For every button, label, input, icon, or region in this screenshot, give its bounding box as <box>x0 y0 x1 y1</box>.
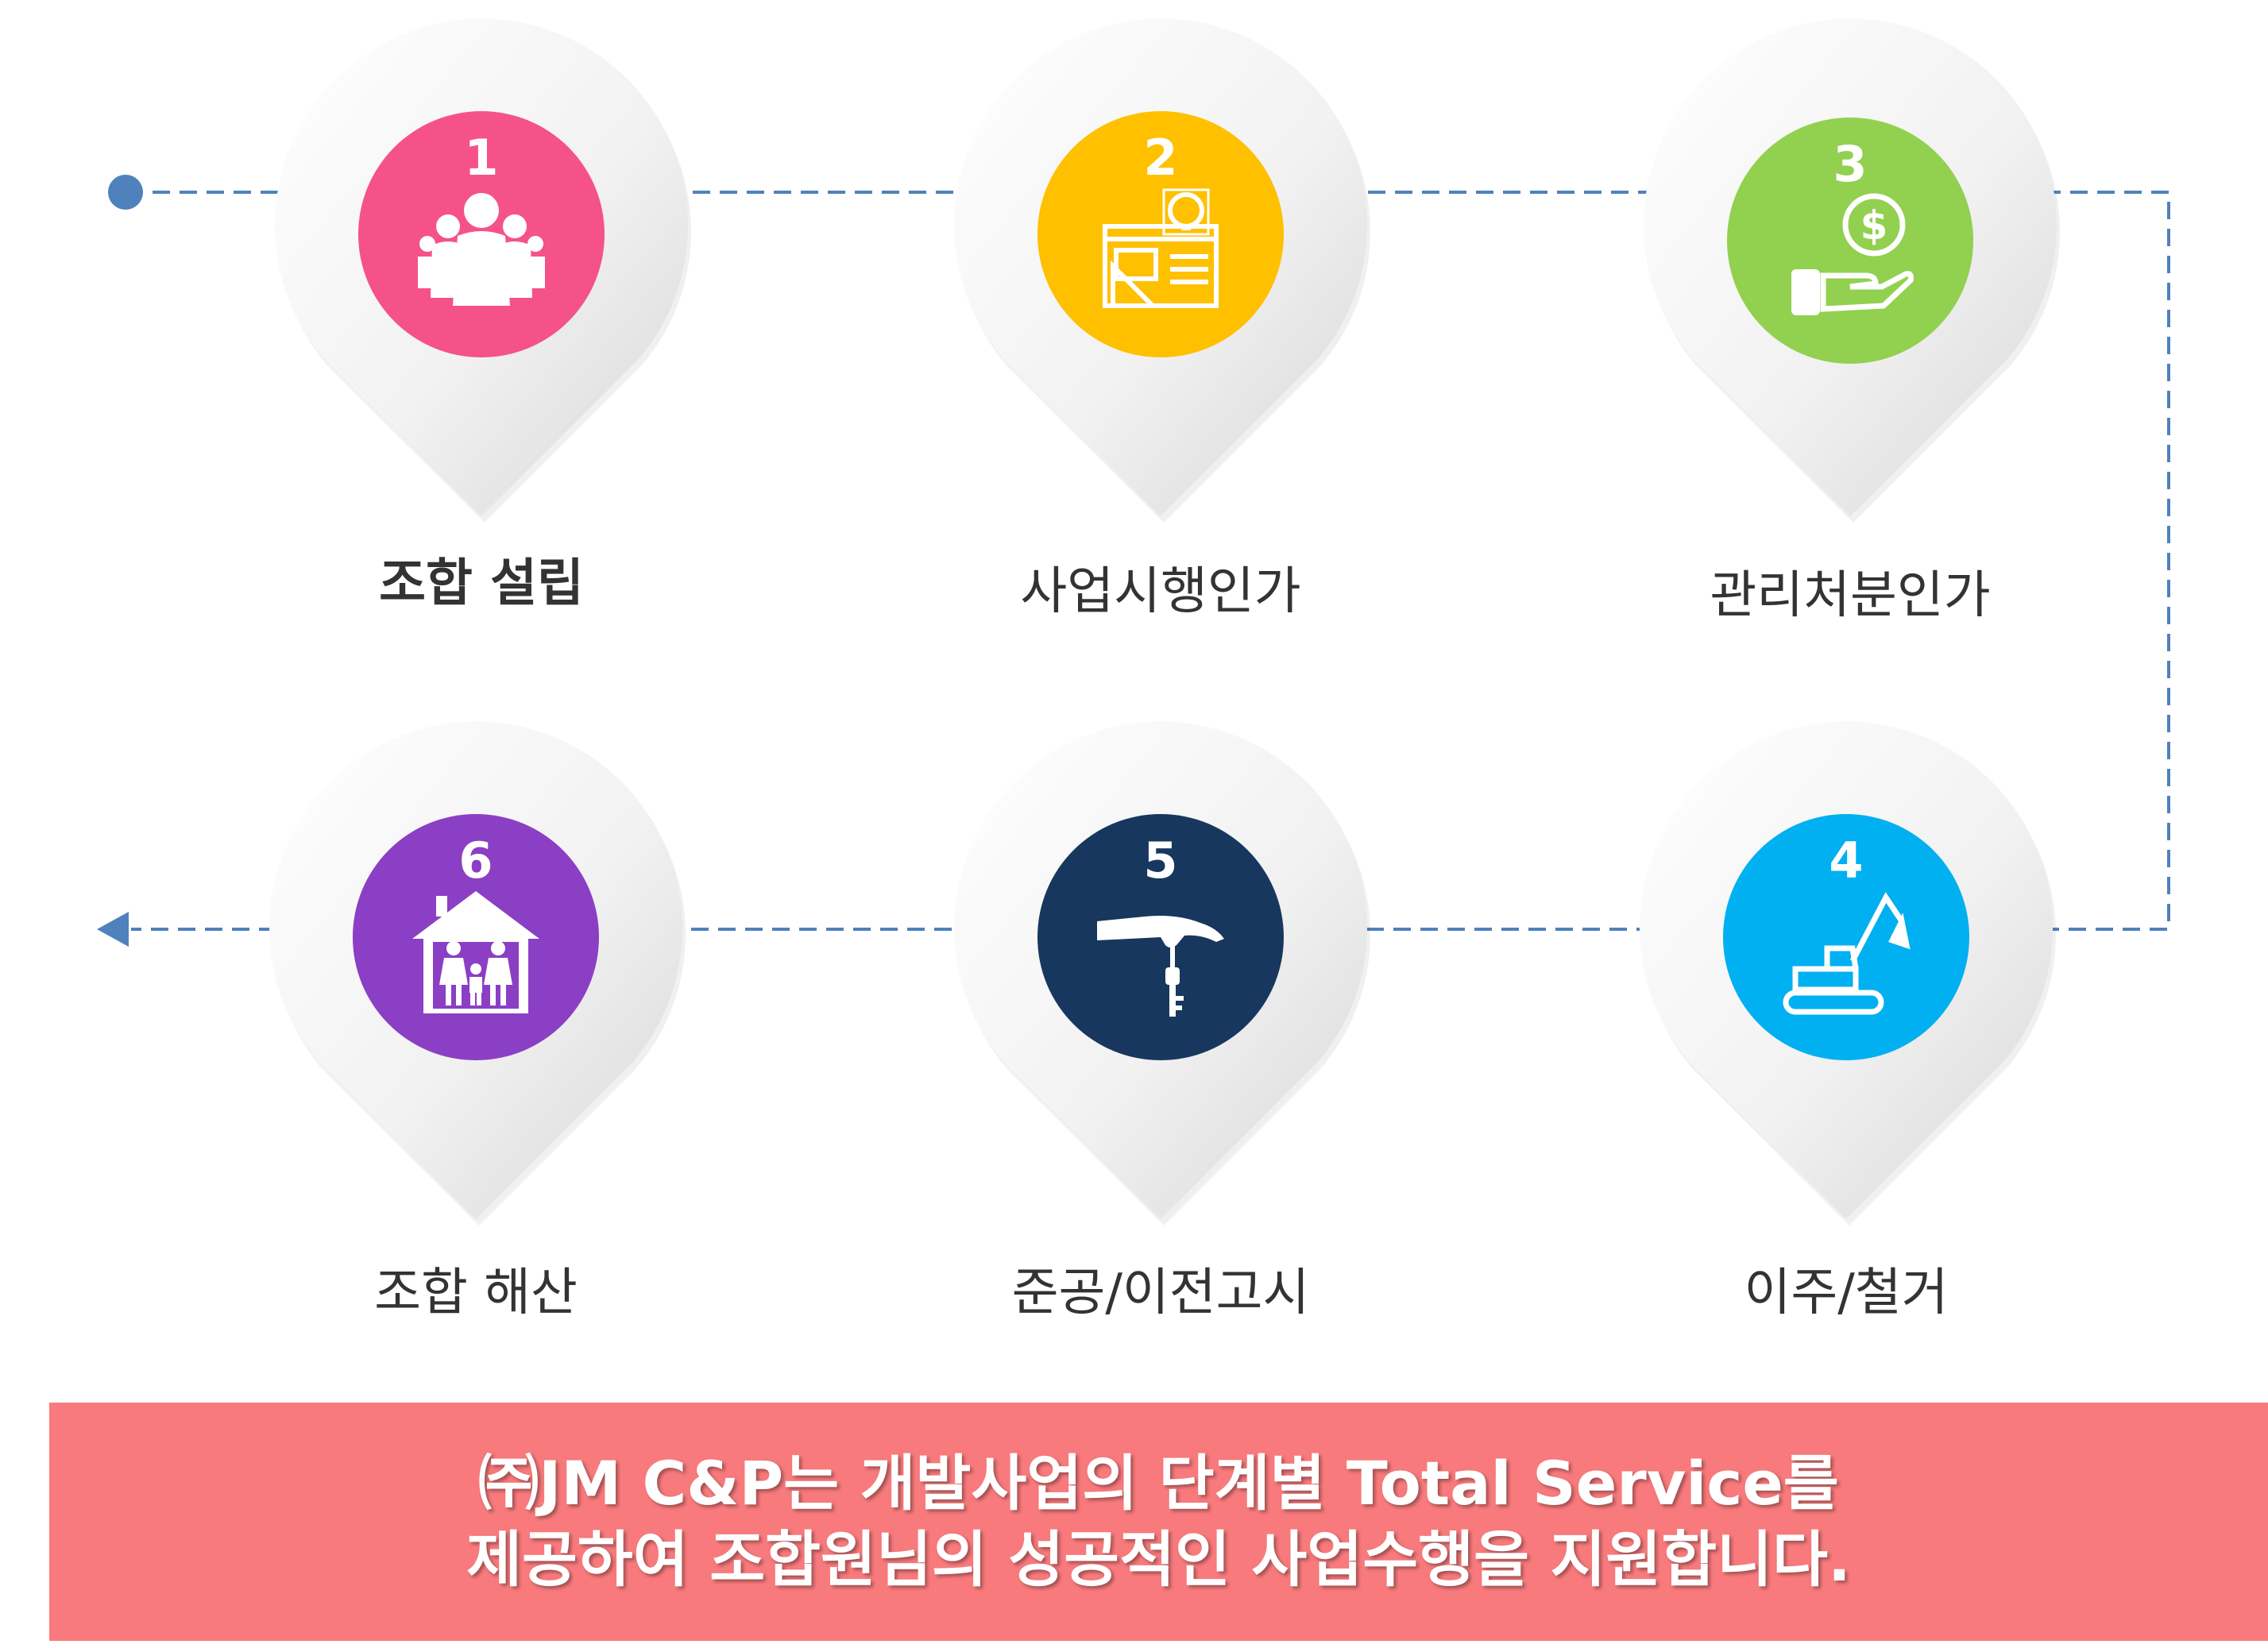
dashed-connector <box>126 191 2170 931</box>
step-number: 2 <box>1143 129 1178 187</box>
step-badge: 5 <box>1037 814 1284 1060</box>
step-4: 4 <box>1640 719 2056 1225</box>
step-label: 준공/이전고시 <box>1011 1264 1310 1322</box>
family-house-icon <box>412 891 539 1013</box>
step-badge: 4 <box>1723 814 1969 1060</box>
step-number: 3 <box>1833 135 1868 193</box>
banner-line-1: ㈜JM C&P는 개발사업의 단계별 Total Service를 <box>478 1448 1839 1519</box>
step-label: 사업시행인가 <box>1020 562 1301 621</box>
hand-key-icon <box>1097 916 1224 1017</box>
step-badge: 3 $ <box>1727 118 1973 364</box>
step-number: 6 <box>458 832 493 890</box>
step-number: 1 <box>464 129 499 187</box>
step-5: 5 <box>954 719 1370 1225</box>
flow-end-arrow <box>97 912 129 947</box>
banner-line-2: 제공하여 조합원님의 성공적인 사업수행을 지원합니다. <box>466 1524 1851 1595</box>
step-1: 1 <box>275 16 691 523</box>
excavator-icon <box>1783 892 1911 1015</box>
step-label: 이주/철거 <box>1744 1264 1949 1322</box>
hand-coin-dollar-icon: $ <box>1791 193 1914 315</box>
people-group-icon <box>418 193 545 306</box>
step-number: 4 <box>1829 832 1864 890</box>
flow-start-dot <box>108 175 143 210</box>
step-6: 6 <box>269 719 686 1225</box>
step-label: 조합 해산 <box>374 1264 578 1322</box>
blueprint-lightbulb-icon <box>1103 188 1219 308</box>
step-label: 조합 설립 <box>379 554 584 613</box>
step-label: 관리처분인가 <box>1710 566 1991 625</box>
step-number: 5 <box>1143 832 1178 890</box>
step-badge: 1 <box>358 111 605 357</box>
summary-banner: ㈜JM C&P는 개발사업의 단계별 Total Service를 제공하여 조… <box>49 1403 2268 1641</box>
step-2: 2 <box>954 16 1370 523</box>
step-badge: 6 <box>353 814 599 1060</box>
step-3: 3 $ <box>1644 16 2060 523</box>
step-badge: 2 <box>1037 111 1284 357</box>
svg-text:$: $ <box>1860 203 1888 249</box>
